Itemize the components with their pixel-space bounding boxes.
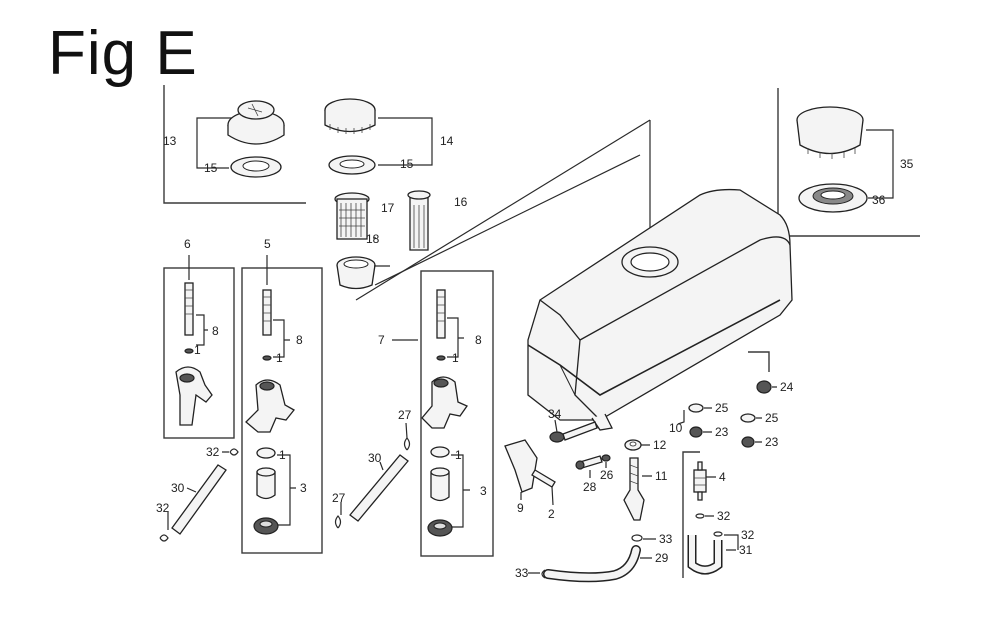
cap-gasket-36	[798, 183, 868, 213]
clip-32-b	[159, 534, 169, 542]
clip-32-c	[695, 513, 705, 519]
callout-8-valve6: 8	[212, 324, 219, 338]
washer-25-a	[688, 403, 704, 413]
callout-6: 6	[184, 237, 191, 251]
callout-9: 9	[517, 501, 524, 515]
clip-32-d	[713, 531, 723, 537]
callout-17: 17	[381, 201, 395, 215]
fuel-filter-4	[693, 461, 707, 501]
clip-27-b	[334, 515, 342, 529]
callout-29: 29	[655, 551, 669, 565]
callout-8-valve7: 8	[475, 333, 482, 347]
fuel-tube-31	[687, 535, 723, 575]
fuel-tube-30-center	[349, 454, 409, 522]
fuel-cap-35	[796, 106, 864, 159]
callout-12: 12	[653, 438, 667, 452]
fuel-tank-10	[527, 188, 793, 431]
clip-32-a	[229, 448, 239, 456]
callout-10: 10	[669, 421, 683, 435]
callout-32-lower: 32	[156, 501, 170, 515]
frame-valve-5	[241, 267, 323, 554]
callout-3-valve7: 3	[480, 484, 487, 498]
callout-15-left: 15	[204, 161, 218, 175]
callout-1-seal7: 1	[455, 448, 462, 462]
callout-25-left: 25	[715, 401, 729, 415]
fuel-valve-6	[175, 282, 213, 426]
fuel-cap-13	[227, 100, 285, 145]
callout-33-left: 33	[515, 566, 529, 580]
washer-12	[624, 439, 642, 451]
callout-2: 2	[548, 507, 555, 521]
clip-27-a	[403, 437, 411, 451]
callout-15-center: 15	[400, 157, 414, 171]
callout-13: 13	[163, 134, 177, 148]
callout-7: 7	[378, 333, 385, 347]
bolt-24	[756, 380, 772, 394]
clip-33-b	[541, 569, 546, 579]
frame-cap-group-left	[163, 85, 306, 204]
callout-1-valve5: 1	[276, 351, 283, 365]
callout-30-left: 30	[171, 481, 185, 495]
callout-24: 24	[780, 380, 794, 394]
callout-1-valve7: 1	[452, 351, 459, 365]
fuel-cap-14	[324, 98, 376, 134]
callout-1-valve6: 1	[194, 343, 201, 357]
callout-3-valve5: 3	[300, 481, 307, 495]
callout-5: 5	[264, 237, 271, 251]
callout-32-filter: 32	[717, 509, 731, 523]
callout-30-center: 30	[368, 451, 382, 465]
callout-33-right: 33	[659, 532, 673, 546]
fuel-strainer-17	[334, 192, 370, 240]
callout-35: 35	[900, 157, 914, 171]
frame-bolt-24	[748, 351, 770, 372]
fuel-valve-5	[245, 289, 295, 535]
fuel-valve-7	[421, 289, 468, 537]
bolt-28	[575, 455, 603, 470]
callout-16: 16	[454, 195, 468, 209]
fuel-joint-11	[623, 457, 645, 521]
callout-28: 28	[583, 480, 597, 494]
nut-23-a	[689, 426, 703, 438]
fuel-tube-29	[543, 545, 641, 583]
strainer-16	[407, 190, 431, 251]
strainer-cup-18	[336, 256, 376, 290]
washer-25-b	[740, 413, 756, 423]
callout-32-upper: 32	[206, 445, 220, 459]
callout-26: 26	[600, 468, 614, 482]
callout-34: 34	[548, 407, 562, 421]
fuel-cock-lever-9	[504, 439, 556, 493]
callout-14: 14	[440, 134, 454, 148]
callout-23-left: 23	[715, 425, 729, 439]
callout-36: 36	[872, 193, 886, 207]
callout-18: 18	[366, 232, 380, 246]
nut-23-b	[741, 436, 755, 448]
callout-23-right: 23	[765, 435, 779, 449]
callout-25-right: 25	[765, 411, 779, 425]
callout-32-tube: 32	[741, 528, 755, 542]
callout-11: 11	[655, 469, 668, 483]
figure-title: Fig E	[48, 19, 198, 88]
callout-8-valve5: 8	[296, 333, 303, 347]
callout-31: 31	[739, 543, 753, 557]
frame-valve-7	[420, 270, 494, 557]
callout-27-lower: 27	[332, 491, 346, 505]
bolt-34	[549, 421, 598, 443]
fuel-tube-30-left	[171, 464, 227, 535]
callout-27-upper: 27	[398, 408, 412, 422]
frame-valve-6	[163, 267, 235, 439]
cap-seal-15-center	[328, 155, 376, 175]
frame-filter-4	[682, 451, 700, 578]
callout-1-seal5: 1	[279, 448, 286, 462]
clip-33-a	[631, 534, 643, 542]
cap-seal-15-left	[230, 156, 282, 178]
callout-4: 4	[719, 470, 726, 484]
washer-26	[601, 454, 611, 462]
